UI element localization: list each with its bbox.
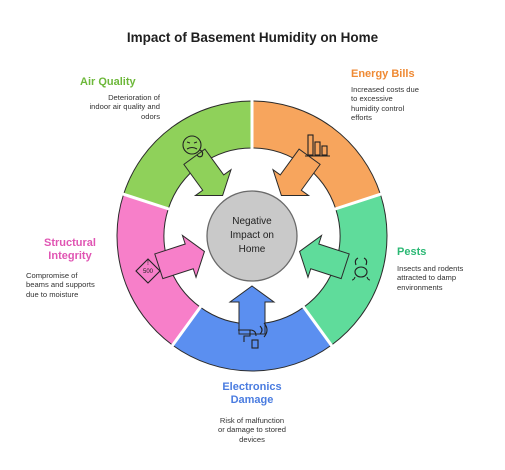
warning-sign-text: 500 bbox=[143, 269, 154, 275]
desc-air-quality-line-2: indoor air quality and bbox=[89, 102, 161, 112]
desc-pests-line-2: attracted to damp bbox=[397, 273, 457, 283]
label-energy-bills: Energy Bills bbox=[351, 68, 415, 80]
desc-air-quality: Deterioration of indoor air quality and … bbox=[60, 93, 161, 121]
segment-divider bbox=[334, 192, 382, 211]
desc-pests-line-3: environments bbox=[397, 282, 443, 292]
sick-face-icon bbox=[182, 135, 204, 158]
desc-energy-bills-line-1: Increased costs due bbox=[351, 85, 419, 94]
desc-pests: Insects and rodents attracted to damp en… bbox=[397, 264, 497, 292]
center-line-1: Negative bbox=[232, 216, 272, 227]
center-circle bbox=[206, 190, 298, 282]
desc-pests-line-1: Insects and rodents bbox=[397, 264, 464, 273]
desc-structural-integrity-line-2: beams and supports bbox=[26, 280, 95, 290]
page-title: Impact of Basement Humidity on Home bbox=[126, 30, 379, 45]
segment-dividers bbox=[122, 100, 382, 347]
label-structural-integrity: Structural Integrity bbox=[30, 237, 110, 263]
inward-arrows bbox=[154, 148, 350, 335]
desc-structural-integrity: Compromise of beams and supports due to … bbox=[26, 271, 126, 299]
bug-icon bbox=[351, 257, 371, 281]
label-air-quality: Air Quality bbox=[80, 76, 136, 88]
center-line-2: Impact on bbox=[230, 230, 274, 241]
desc-electronics-damage-line-3: devices bbox=[239, 434, 265, 444]
desc-structural-integrity-line-1: Compromise of bbox=[26, 271, 78, 280]
segment-divider bbox=[301, 305, 334, 347]
desc-energy-bills-line-3: humidity control bbox=[351, 103, 405, 113]
desc-electronics-damage: Risk of malfunction or damage to stored … bbox=[200, 416, 304, 444]
label-structural-integrity-line-1: Structural bbox=[44, 237, 96, 249]
arrow-structural-integrity bbox=[154, 234, 206, 280]
arrow-pests bbox=[298, 234, 350, 280]
faucet-icon bbox=[238, 322, 268, 349]
center-line-3: Home bbox=[239, 244, 266, 255]
bar-chart-icon bbox=[305, 134, 330, 157]
segment-divider bbox=[170, 305, 203, 347]
arrow-electronics-damage bbox=[228, 285, 276, 335]
arrow-energy-bills bbox=[272, 148, 321, 197]
desc-electronics-damage-line-1: Risk of malfunction bbox=[219, 416, 285, 425]
desc-energy-bills-line-2: to excessive bbox=[351, 94, 393, 104]
label-structural-integrity-line-2: Integrity bbox=[48, 250, 92, 262]
label-electronics-damage: Electronics Damage bbox=[200, 381, 304, 407]
label-electronics-damage-line-1: Electronics bbox=[222, 381, 282, 393]
segment-divider bbox=[122, 192, 170, 211]
desc-structural-integrity-line-3: due to moisture bbox=[26, 289, 79, 299]
desc-air-quality-line-3: odors bbox=[141, 111, 160, 121]
svg-text:!: ! bbox=[147, 260, 149, 267]
arrow-air-quality bbox=[183, 148, 232, 197]
label-pests: Pests bbox=[397, 246, 427, 258]
desc-energy-bills: Increased costs due to excessive humidit… bbox=[351, 85, 451, 123]
desc-energy-bills-line-4: efforts bbox=[351, 113, 372, 123]
desc-air-quality-line-1: Deterioration of bbox=[108, 93, 160, 102]
desc-electronics-damage-line-2: or damage to stored bbox=[218, 425, 286, 435]
label-electronics-damage-line-2: Damage bbox=[230, 394, 274, 406]
warning-sign-icon: ! 500 bbox=[135, 258, 161, 284]
